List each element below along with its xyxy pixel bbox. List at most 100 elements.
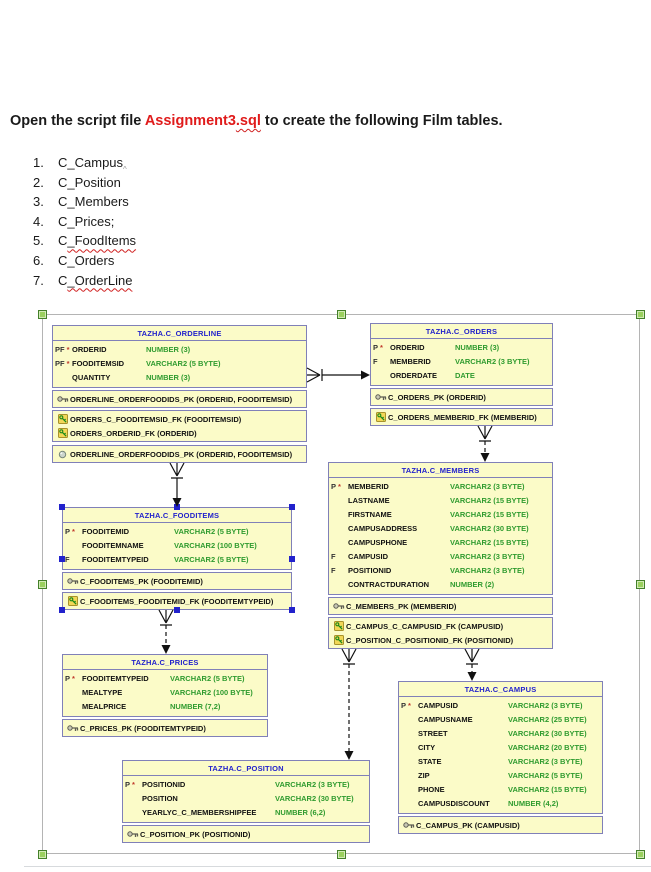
list-item-number: 6. <box>33 253 44 268</box>
keys-row: C_FOODITEMS_PK (FOODITEMID) <box>63 574 291 588</box>
column-flag: F <box>331 552 336 561</box>
column-row: F CAMPUSID VARCHAR2 (3 BYTE) <box>329 550 552 564</box>
constraint-text: C_CAMPUS_C_CAMPUSID_FK (CAMPUSID) <box>346 621 504 631</box>
entity-section-fks: C_ORDERS_MEMBERID_FK (MEMBERID) <box>370 408 553 426</box>
column-type: VARCHAR2 (3 BYTE) <box>450 566 525 575</box>
entity-selection-handle <box>289 504 295 510</box>
list-item-label: C_Position <box>58 174 121 190</box>
key-icon <box>55 395 70 403</box>
list-item: 7. C_OrderLine <box>33 273 132 292</box>
column-type: NUMBER (4,2) <box>508 799 559 808</box>
column-flag: P* <box>331 482 341 491</box>
fks-row: C_POSITION_C_POSITIONID_FK (POSITIONID) <box>329 633 552 647</box>
resize-handle-bottom-middle[interactable] <box>336 849 346 859</box>
foreign-key-icon <box>55 414 70 424</box>
constraint-text: ORDERS_ORDERID_FK (ORDERID) <box>70 428 197 438</box>
resize-handle-bottom-left[interactable] <box>37 849 47 859</box>
column-flag: P* <box>373 343 383 352</box>
column-flag: F <box>373 357 378 366</box>
keys-row: C_MEMBERS_PK (MEMBERID) <box>329 599 552 613</box>
column-name: FOODITEMID <box>82 527 130 536</box>
resize-handle-bottom-right[interactable] <box>635 849 645 859</box>
list-item-number: 7. <box>33 272 44 288</box>
key-icon <box>331 602 346 610</box>
constraint-text: ORDERLINE_ORDERFOODIDS_PK (ORDERID, FOOD… <box>70 394 293 404</box>
indexes-row: ORDERLINE_ORDERFOODIDS_PK (ORDERID, FOOD… <box>53 447 306 461</box>
resize-handle-top-left[interactable] <box>37 309 47 319</box>
column-type: NUMBER (3) <box>146 373 191 382</box>
column-type: VARCHAR2 (15 BYTE) <box>450 510 529 519</box>
constraint-text: C_FOODITEMS_FOODITEMID_FK (FOODITEMTYPEI… <box>80 596 274 606</box>
column-name: STATE <box>418 757 442 766</box>
key-icon <box>401 821 416 829</box>
column-type: VARCHAR2 (30 BYTE) <box>275 794 354 803</box>
list-item-label: C_Members <box>58 194 129 210</box>
column-type: NUMBER (3) <box>455 343 500 352</box>
index-icon <box>55 450 70 459</box>
column-name: LASTNAME <box>348 496 390 505</box>
list-item: 3. C_Members <box>33 194 129 213</box>
column-name: CITY <box>418 743 436 752</box>
constraint-text: C_CAMPUS_PK (CAMPUSID) <box>416 820 520 830</box>
fks-row: ORDERS_C_FOODITEMSID_FK (FOODITEMSID) <box>53 412 306 426</box>
list-item-label: C_OrderLine <box>58 272 133 288</box>
resize-handle-middle-left[interactable] <box>37 579 47 589</box>
column-type: VARCHAR2 (25 BYTE) <box>508 715 587 724</box>
key-icon <box>65 577 80 585</box>
constraint-text: C_ORDERS_MEMBERID_FK (MEMBERID) <box>388 412 537 422</box>
entity-selection-handle <box>59 555 65 562</box>
entity-title: TAZHA.C_CAMPUS <box>399 682 602 697</box>
resize-handle-middle-right[interactable] <box>635 579 645 589</box>
entity-selection-handle <box>174 504 180 510</box>
resize-handle-top-middle[interactable] <box>336 309 346 319</box>
column-type: DATE <box>455 371 475 380</box>
list-item-number: 3. <box>33 194 44 210</box>
entity-title: TAZHA.C_MEMBERS <box>329 463 552 478</box>
column-name: POSITIONID <box>348 566 392 575</box>
entity-section-fks: ORDERS_C_FOODITEMSID_FK (FOODITEMSID) ORD… <box>52 410 307 442</box>
entity-section-keys: ORDERLINE_ORDERFOODIDS_PK (ORDERID, FOOD… <box>52 390 307 408</box>
column-name: CAMPUSID <box>418 701 459 710</box>
column-type: VARCHAR2 (3 BYTE) <box>508 701 583 710</box>
entity-section-keys: C_PRICES_PK (FOODITEMTYPEID) <box>62 719 268 737</box>
column-type: VARCHAR2 (5 BYTE) <box>174 527 249 536</box>
column-name: FOODITEMNAME <box>82 541 144 550</box>
column-type: VARCHAR2 (100 BYTE) <box>170 688 253 697</box>
list-item: 6.C_Orders <box>33 253 114 272</box>
entity-section-keys: C_FOODITEMS_PK (FOODITEMID) <box>62 572 292 590</box>
list-item-number: 4. <box>33 213 44 229</box>
entity-members: TAZHA.C_MEMBERS P* MEMBERID VARCHAR2 (3 BYT… <box>328 462 553 649</box>
column-name: MEMBERID <box>348 482 389 491</box>
entity-section-keys: C_ORDERS_PK (ORDERID) <box>370 388 553 406</box>
column-name: CONTRACTDURATION <box>348 580 430 589</box>
column-name: CAMPUSID <box>348 552 389 561</box>
column-type: VARCHAR2 (3 BYTE) <box>450 552 525 561</box>
list-item-label: C_Prices; <box>58 213 115 229</box>
column-name: MEALTYPE <box>82 688 123 697</box>
heading-filename: Assignment3 <box>144 113 236 129</box>
column-type: VARCHAR2 (3 BYTE) <box>275 780 350 789</box>
column-type: VARCHAR2 (5 BYTE) <box>508 771 583 780</box>
column-name: QUANTITY <box>72 373 111 382</box>
resize-handle-top-right[interactable] <box>635 309 645 319</box>
keys-row: C_ORDERS_PK (ORDERID) <box>371 390 552 404</box>
column-name: CAMPUSPHONE <box>348 538 408 547</box>
column-type: VARCHAR2 (5 BYTE) <box>174 555 249 564</box>
column-name: FOODITEMTYPEID <box>82 674 149 683</box>
column-flag: P* <box>65 674 75 683</box>
list-item-number: 2. <box>33 174 44 190</box>
